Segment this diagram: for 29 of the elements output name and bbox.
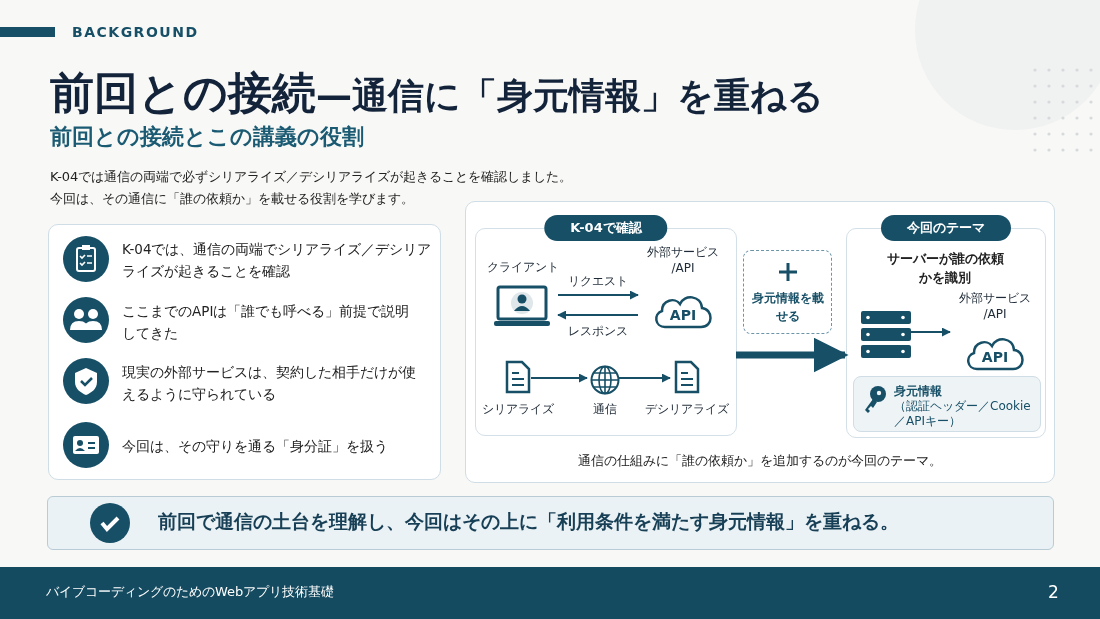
box-text: 身元情報を載せる — [750, 290, 825, 325]
list-item-text: 今回は、その守りを通る「身分証」を扱う — [122, 437, 389, 456]
subtitle: 前回との接続とこの講義の役割 — [50, 123, 364, 151]
list-item-text: 現実の外部サービスは、契約した相手だけが使えるように守られている — [122, 363, 417, 404]
intro-text: K-04では通信の両端で必ずシリアライズ／デシリアライズが起きることを確認しました。今回は、その通信に「誰の依頼か」を載せる役割を学びます。 — [50, 168, 574, 208]
list-item-text: K-04では、通信の両端でシリアライズ／デシリアライズが起きることを確認 — [122, 240, 433, 281]
box-heading: 身元情報 — [894, 383, 942, 400]
node-label: デシリアライズ — [644, 401, 730, 418]
heading-text: サーバーが誰の依頼かを識別 — [885, 250, 1005, 287]
cloud-label: API — [981, 349, 1009, 365]
info-box — [853, 376, 1041, 432]
section-label: BACKGROUND — [72, 23, 199, 42]
dashed-box — [743, 250, 832, 334]
slide-title: 前回との接続—通信に「身元情報」を重ねる — [50, 66, 824, 120]
node-label: クライアント — [486, 259, 560, 276]
cloud-label: API — [669, 307, 697, 323]
box-text: （認証ヘッダー／Cookie／APIキー） — [894, 399, 1032, 429]
page-number: 2 — [1048, 581, 1059, 604]
pill-heading: K-04で確認 — [544, 215, 668, 241]
footer-text: バイブコーディングのためのWebアプリ技術基礎 — [46, 584, 335, 601]
panel — [465, 201, 1055, 483]
node-label: シリアライズ — [481, 401, 555, 418]
node-label: 通信 — [592, 401, 618, 418]
list-item-text: ここまでのAPIは「誰でも呼べる」前提で説明してきた — [122, 302, 411, 343]
summary-text: 前回で通信の土台を理解し、今回はその上に「利用条件を満たす身元情報」を重ねる。 — [158, 509, 899, 534]
pill-heading: 今回のテーマ — [881, 215, 1011, 241]
node-label: 外部サービス /API — [958, 290, 1032, 322]
panel-caption: 通信の仕組みに「誰の依頼か」を追加するのが今回のテーマ。 — [577, 452, 943, 470]
node-label: 外部サービス /API — [646, 244, 720, 276]
